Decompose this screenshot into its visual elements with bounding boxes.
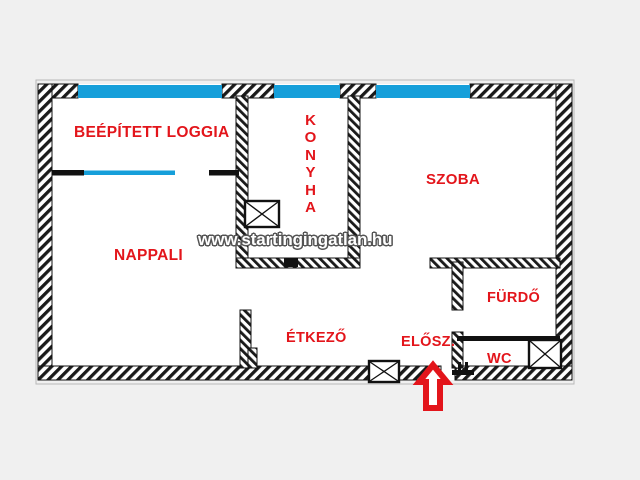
room-label-loggia: BEÉPÍTETT LOGGIA <box>74 124 230 141</box>
door-symbol-etkezo <box>367 359 401 384</box>
outline-trace <box>35 79 575 385</box>
room-label-wc: WC <box>487 351 512 367</box>
floor-area <box>40 84 570 380</box>
room-label-nappali: NAPPALI <box>114 247 183 264</box>
room-label-elosz: ELŐSZ. <box>401 334 456 350</box>
door-symbol-kitchen <box>243 199 281 229</box>
window-band-top <box>78 85 470 98</box>
room-label-furdo: FÜRDŐ <box>487 290 541 306</box>
exterior-walls <box>37 83 573 381</box>
room-label-szoba: SZOBA <box>426 171 480 188</box>
room-label-konyha: KONYHA <box>304 112 317 216</box>
door-symbol-wc <box>527 338 563 370</box>
room-label-etkezo: ÉTKEZŐ <box>286 330 347 346</box>
fixture-mark-entrance <box>452 362 474 375</box>
entrance-arrow-icon <box>412 360 454 411</box>
solid-wall-segments <box>52 170 560 341</box>
interior-walls <box>235 95 561 369</box>
watermark-text: www.startingingatlan.hu <box>198 230 393 249</box>
